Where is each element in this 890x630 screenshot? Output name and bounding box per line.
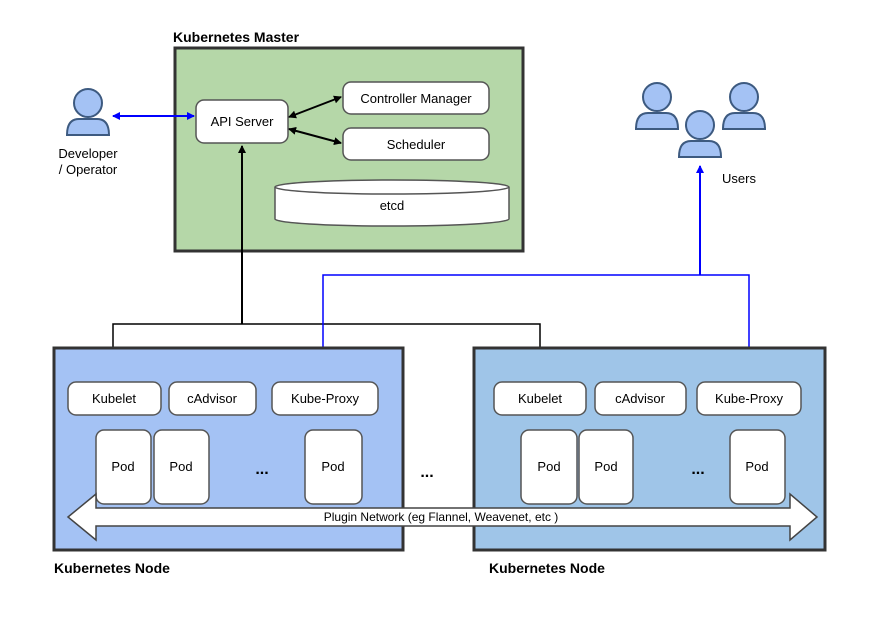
etcd-cylinder[interactable]	[274, 179, 510, 227]
etcd-label: etcd	[380, 198, 405, 213]
master-title: Kubernetes Master	[173, 29, 300, 45]
node-right-pod-box[interactable]	[578, 429, 634, 505]
node-right-kube-proxy-label: Kube-Proxy	[715, 391, 783, 406]
node-right-pod-box[interactable]	[520, 429, 578, 505]
controller-manager-label: Controller Manager	[360, 91, 472, 106]
user-icon-center	[678, 110, 722, 158]
api-server-box[interactable]	[195, 99, 289, 144]
node-right-pod-label: Pod	[537, 459, 560, 474]
node-right-pod-label: Pod	[594, 459, 617, 474]
node-left-cadvisor-label: cAdvisor	[187, 391, 238, 406]
node-left-pod-box[interactable]	[95, 429, 152, 505]
controller-manager-box[interactable]	[342, 81, 490, 115]
node-left-kubelet-box[interactable]	[67, 381, 162, 416]
node-left-kube-proxy-label: Kube-Proxy	[291, 391, 359, 406]
node-right-kube-proxy-box[interactable]	[696, 381, 802, 416]
user-icon-right	[722, 82, 766, 130]
user-icon-left	[635, 82, 679, 130]
developer-icon	[66, 88, 110, 136]
node-right-title: Kubernetes Node	[489, 560, 605, 576]
scheduler-box[interactable]	[342, 127, 490, 161]
users-to-right-proxy-connector	[700, 274, 753, 382]
node-left-kube-proxy-box[interactable]	[271, 381, 379, 416]
developer-label-line2: / Operator	[59, 162, 118, 177]
node-right-kubelet-label: Kubelet	[518, 391, 562, 406]
node-left-pod-label: Pod	[321, 459, 344, 474]
plugin-network-arrow	[66, 492, 819, 542]
users-to-left-proxy-connector	[319, 274, 700, 382]
node-left-kubelet-label: Kubelet	[92, 391, 136, 406]
node-right-cadvisor-label: cAdvisor	[615, 391, 666, 406]
users-label: Users	[722, 171, 756, 186]
between-nodes-ellipsis: ...	[420, 464, 433, 481]
api-server-label: API Server	[211, 114, 275, 129]
node-left-pod-label: Pod	[111, 459, 134, 474]
node-right-kubelet-box[interactable]	[493, 381, 587, 416]
node-right-ellipsis: ...	[691, 461, 704, 478]
plugin-network-label: Plugin Network (eg Flannel, Weavenet, et…	[324, 510, 559, 524]
developer-label-line1: Developer	[58, 146, 118, 161]
api-to-scheduler-arrow	[288, 126, 342, 146]
node-right-pod-box[interactable]	[729, 429, 786, 505]
node-left-cadvisor-box[interactable]	[168, 381, 257, 416]
node-left-pod-box[interactable]	[304, 429, 363, 505]
node-right-pod-label: Pod	[745, 459, 768, 474]
node-right-cadvisor-box[interactable]	[594, 381, 687, 416]
node-left-ellipsis: ...	[255, 461, 268, 478]
node-left-pod-box[interactable]	[153, 429, 210, 505]
api-to-controller-arrow	[288, 95, 342, 119]
node-left-pod-label: Pod	[169, 459, 192, 474]
scheduler-label: Scheduler	[387, 137, 446, 152]
node-left-title: Kubernetes Node	[54, 560, 170, 576]
